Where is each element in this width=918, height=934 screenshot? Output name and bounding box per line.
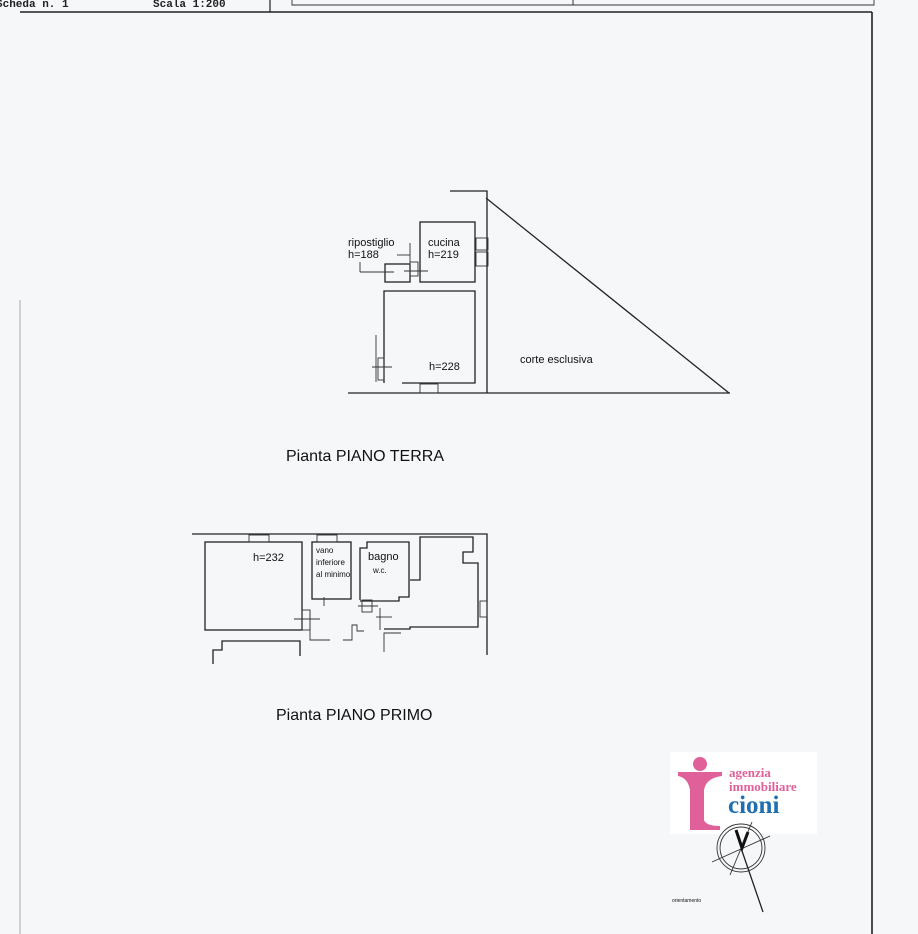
room-bagno xyxy=(359,541,410,602)
vano-line-3: al minimo xyxy=(316,570,351,579)
scale-label: Scala 1:200 xyxy=(153,0,226,11)
logo-line-3: cioni xyxy=(728,792,779,819)
ripostiglio-height: h=188 xyxy=(348,249,379,261)
wc-label: w.c. xyxy=(372,566,387,575)
cucina-label: cucina xyxy=(428,237,461,249)
first-floor-title: Pianta PIANO PRIMO xyxy=(276,707,433,724)
room-cucina xyxy=(419,221,476,283)
ripostiglio-label: ripostiglio xyxy=(348,237,394,249)
vano-line-2: inferiore xyxy=(316,558,345,567)
main-room-height: h=232 xyxy=(253,552,284,564)
ground-floor-plan: ripostiglio h=188 cucina h=219 h=228 cor… xyxy=(348,190,730,394)
room-ripostiglio xyxy=(384,263,411,283)
first-floor-plan: h=232 vano inferiore al minimo bagno w.c… xyxy=(192,533,488,664)
cucina-height: h=219 xyxy=(428,249,459,261)
courtyard-label: corte esclusiva xyxy=(520,354,594,366)
ground-floor-title: Pianta PIANO TERRA xyxy=(286,448,444,465)
room-height: h=228 xyxy=(429,361,460,373)
compass-icon: orientamento xyxy=(672,821,771,913)
vano-line-1: vano xyxy=(316,546,334,555)
scheda-number: Scheda n. 1 xyxy=(0,0,69,11)
logo-line-1: agenzia xyxy=(729,765,771,780)
header-box xyxy=(291,0,875,6)
sheet-header: Scheda n. 1 Scala 1:200 xyxy=(0,0,875,934)
compass-label: orientamento xyxy=(672,898,701,904)
logo-line-2: immobiliare xyxy=(729,779,797,794)
bagno-label: bagno xyxy=(368,551,399,563)
agency-logo: agenzia immobiliare cioni xyxy=(670,752,817,834)
